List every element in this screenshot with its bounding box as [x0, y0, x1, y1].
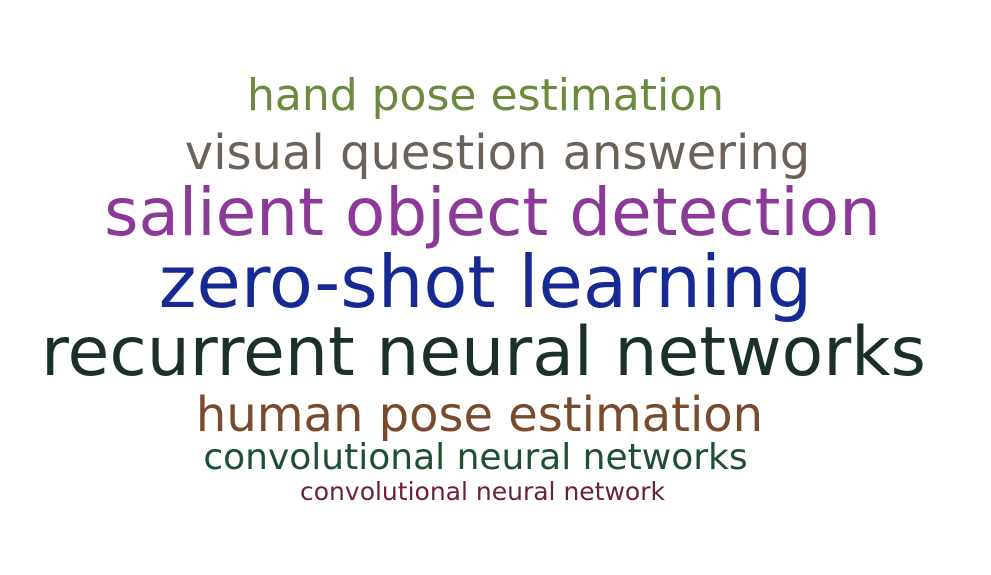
word-hand-pose-estimation: hand pose estimation — [246, 70, 725, 121]
word-zero-shot-learning: zero-shot learning — [158, 240, 813, 324]
word-salient-object-detection: salient object detection — [104, 174, 881, 251]
word-convolutional-neural-network: convolutional neural network — [300, 477, 665, 506]
word-visual-question-answering: visual question answering — [184, 125, 811, 181]
word-convolutional-neural-networks: convolutional neural networks — [203, 437, 748, 478]
word-human-pose-estimation: human pose estimation — [195, 387, 764, 443]
word-recurrent-neural-networks: recurrent neural networks — [41, 313, 926, 392]
